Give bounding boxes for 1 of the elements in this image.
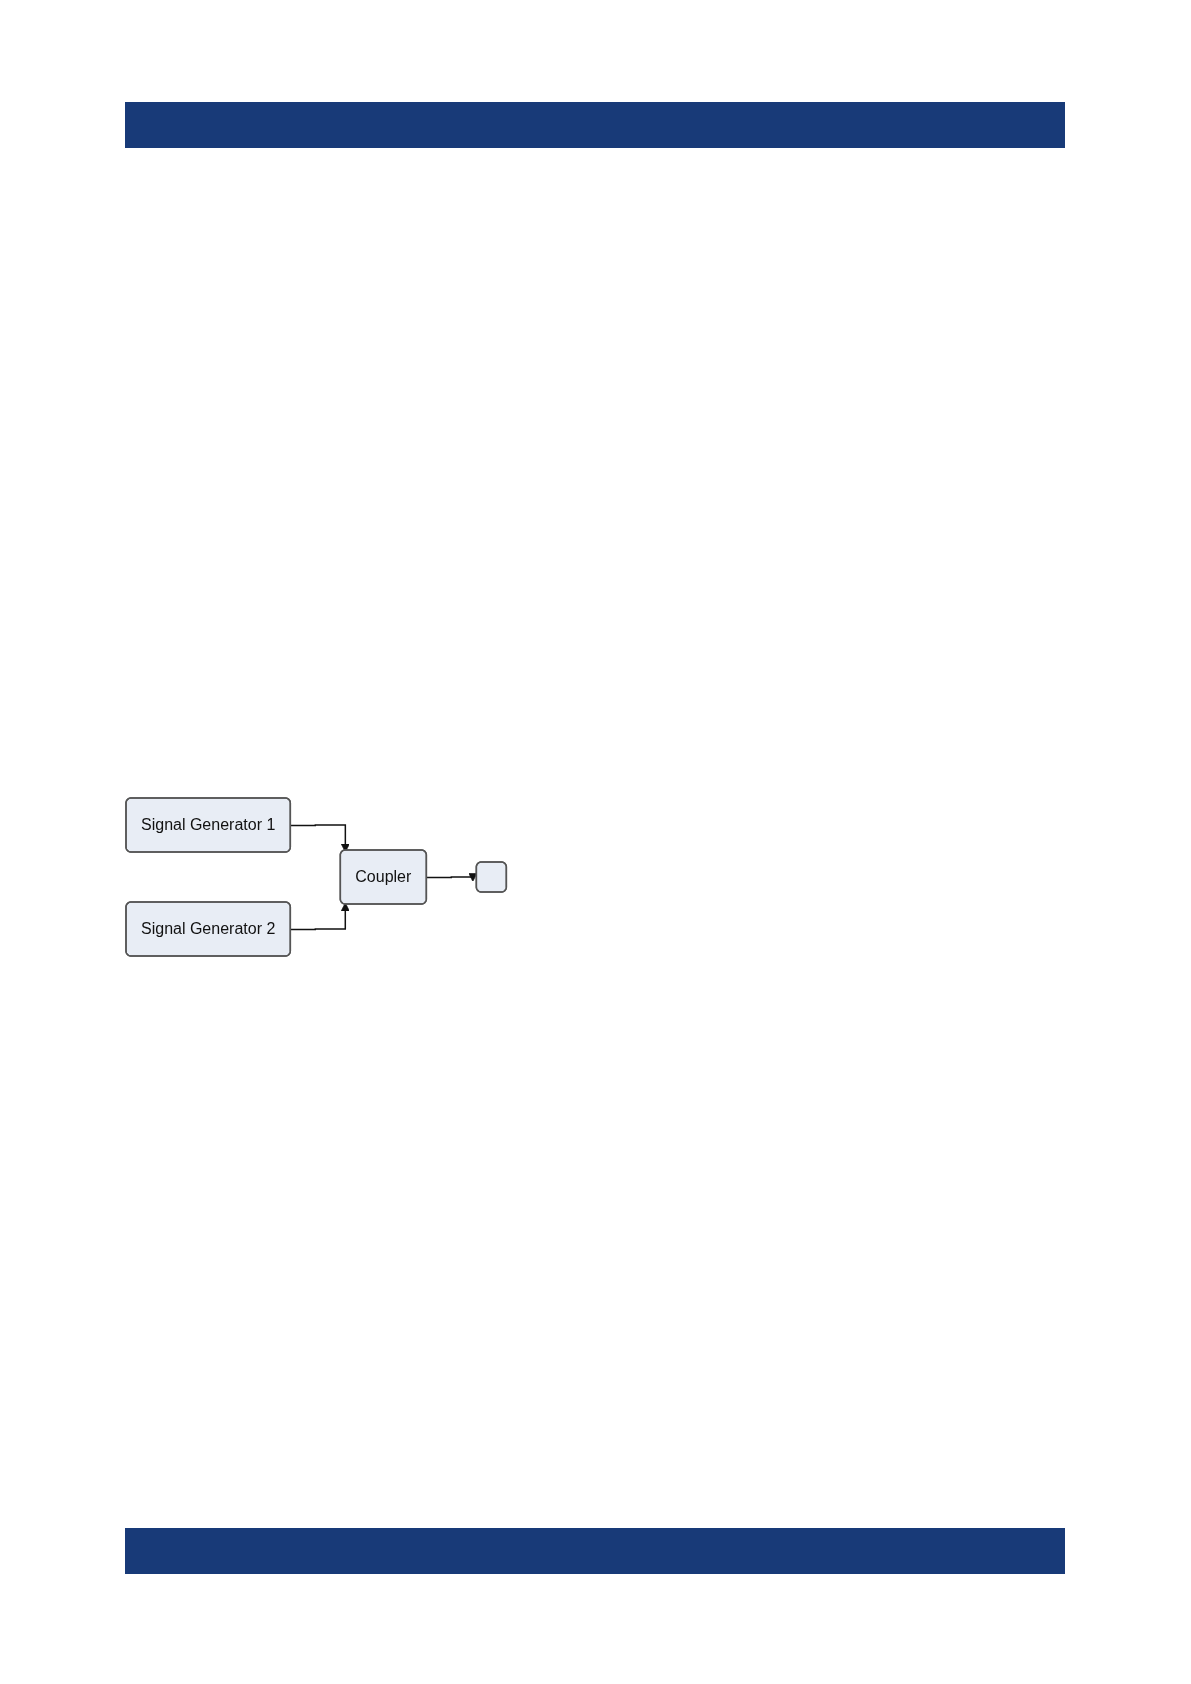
arrow <box>290 902 350 931</box>
